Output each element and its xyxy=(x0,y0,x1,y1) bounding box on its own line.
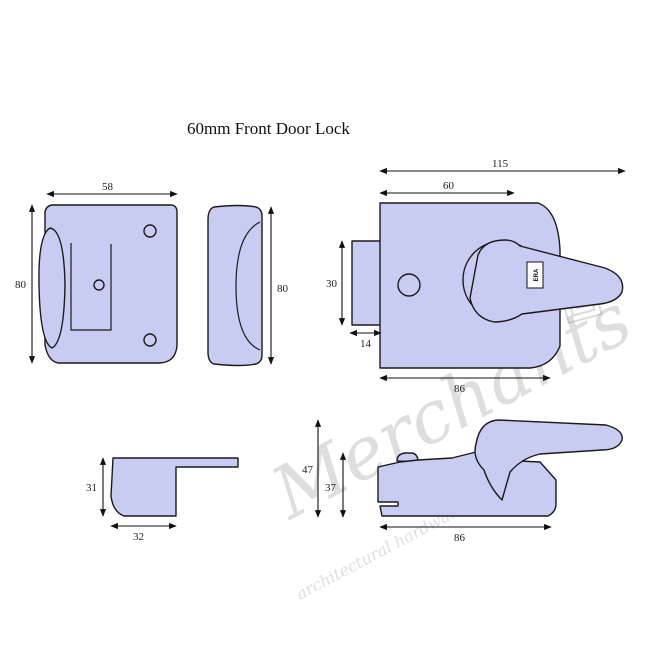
dim-profile-width: 86 xyxy=(454,532,466,544)
screw-hole-top xyxy=(143,224,157,238)
keep-view: 31 32 xyxy=(86,457,239,543)
dim-body-width: 60 xyxy=(443,180,455,192)
dim-profile-total-height: 47 xyxy=(302,464,314,476)
screw-hole-bottom xyxy=(143,333,157,347)
dim-body-base: 86 xyxy=(454,383,466,395)
dim-side-height: 80 xyxy=(277,283,289,295)
profile-view: 47 37 86 xyxy=(302,419,623,544)
lock-side-body xyxy=(207,204,263,367)
body-hole xyxy=(397,273,421,297)
brand-logo-icon: ERA xyxy=(526,261,544,289)
dim-cylinder-height: 30 xyxy=(326,278,338,290)
side-cylinder-curve xyxy=(235,221,261,351)
cylinder-housing xyxy=(351,240,383,326)
profile-handle xyxy=(474,419,623,501)
svg-text:ERA: ERA xyxy=(534,268,540,281)
profile-body xyxy=(377,451,557,517)
pin-hole xyxy=(93,279,105,291)
profile-button xyxy=(396,452,419,463)
diagram-title: 60mm Front Door Lock xyxy=(187,119,350,138)
dim-cylinder-depth: 14 xyxy=(360,338,372,350)
dim-profile-body-height: 37 xyxy=(325,482,337,494)
dim-front-height: 80 xyxy=(15,279,27,291)
dim-keep-width: 32 xyxy=(133,531,144,543)
lock-handle xyxy=(469,239,624,323)
dim-keep-height: 31 xyxy=(86,482,97,494)
staple-keep xyxy=(110,457,239,517)
cylinder-face xyxy=(38,227,66,349)
front-view: 58 80 xyxy=(15,181,178,364)
snib-outline xyxy=(70,243,112,331)
dim-front-width: 58 xyxy=(102,181,114,193)
side-view: 80 xyxy=(207,204,289,367)
dim-overall-width: 115 xyxy=(492,158,509,170)
body-view: ERA 115 60 30 14 86 xyxy=(326,158,626,395)
